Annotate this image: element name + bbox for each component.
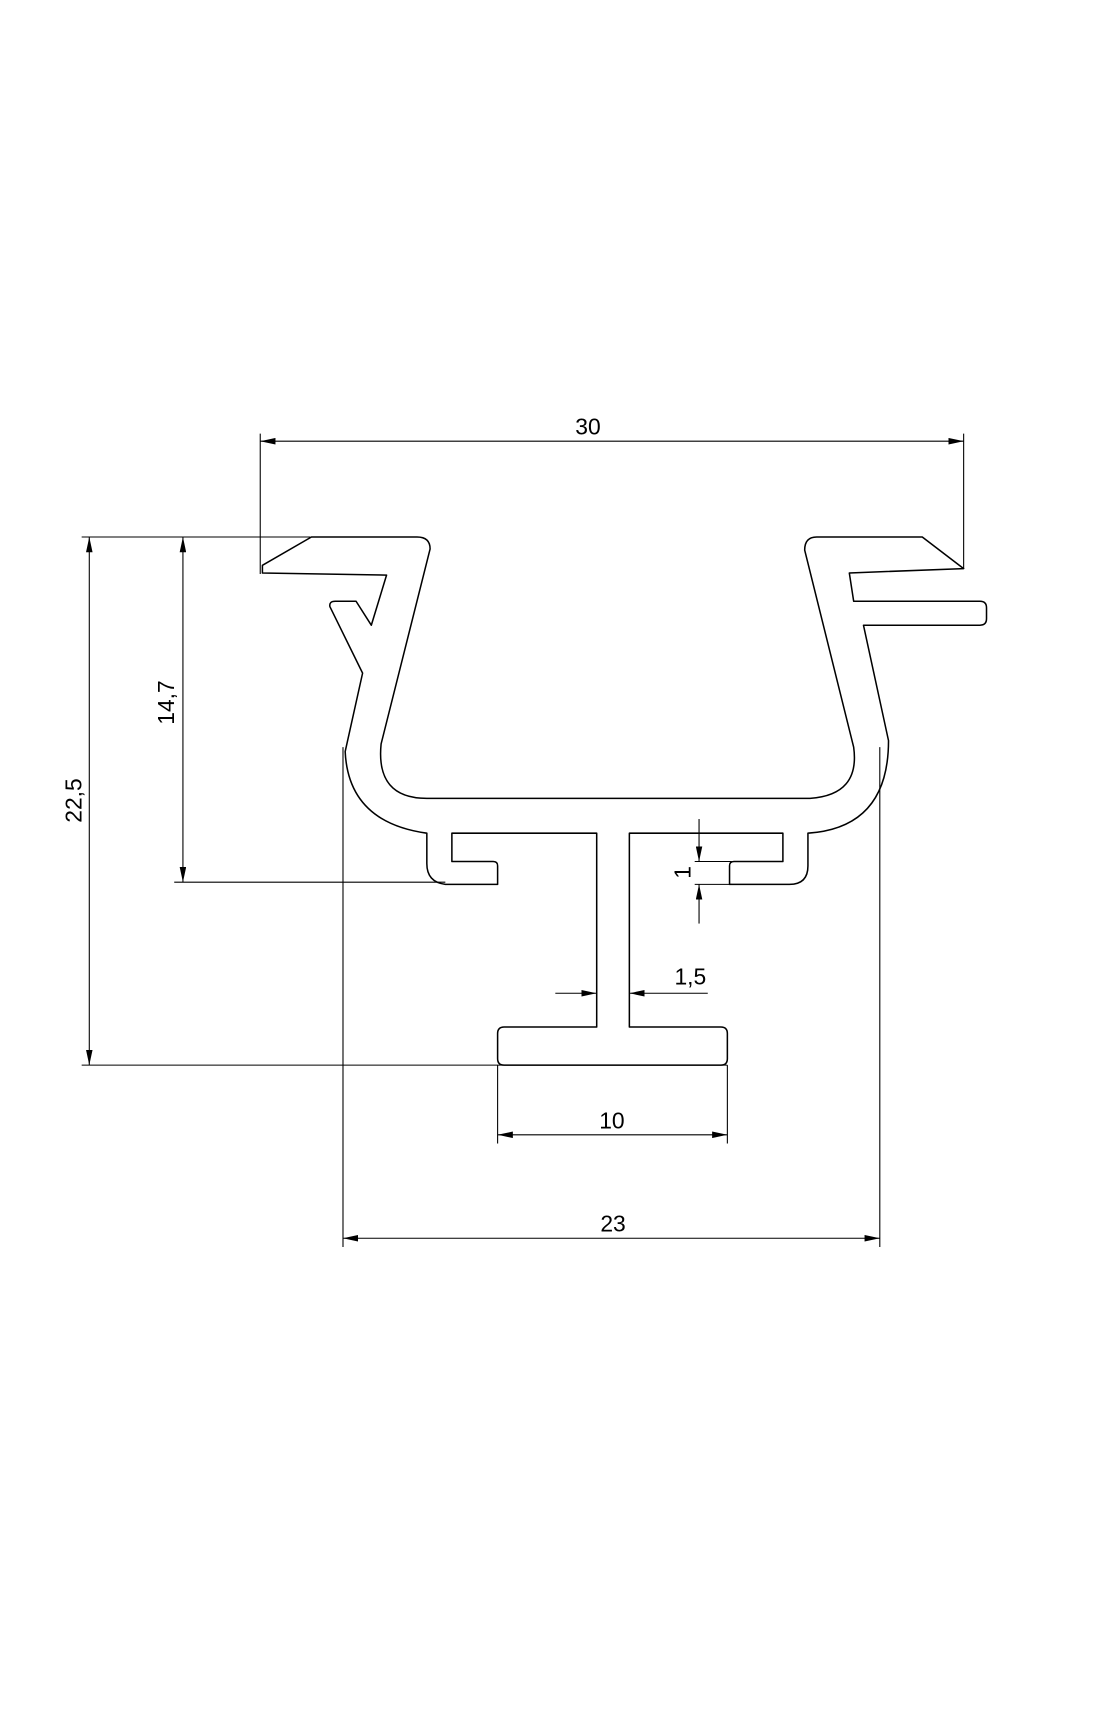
dimension-upper-height: 14,7 bbox=[153, 537, 446, 883]
dimension-label-22-5: 22,5 bbox=[61, 778, 87, 823]
dimension-overall-height: 22,5 bbox=[61, 536, 728, 1066]
dimension-body-width: 23 bbox=[342, 747, 881, 1247]
dimension-label-10: 10 bbox=[599, 1107, 624, 1133]
dimension-overall-width-top: 30 bbox=[259, 414, 965, 575]
dimension-label-1: 1 bbox=[669, 866, 695, 879]
dimension-web-thickness: 1,5 bbox=[555, 964, 708, 997]
dimension-label-1-5: 1,5 bbox=[674, 964, 706, 990]
dimension-label-14-7: 14,7 bbox=[153, 680, 179, 725]
dimension-foot-width: 10 bbox=[497, 1065, 728, 1144]
profile-outline bbox=[261, 536, 988, 1066]
dimension-label-30: 30 bbox=[575, 414, 600, 440]
dimension-label-23: 23 bbox=[600, 1211, 625, 1237]
dimension-slot-gap: 1 bbox=[669, 819, 732, 924]
